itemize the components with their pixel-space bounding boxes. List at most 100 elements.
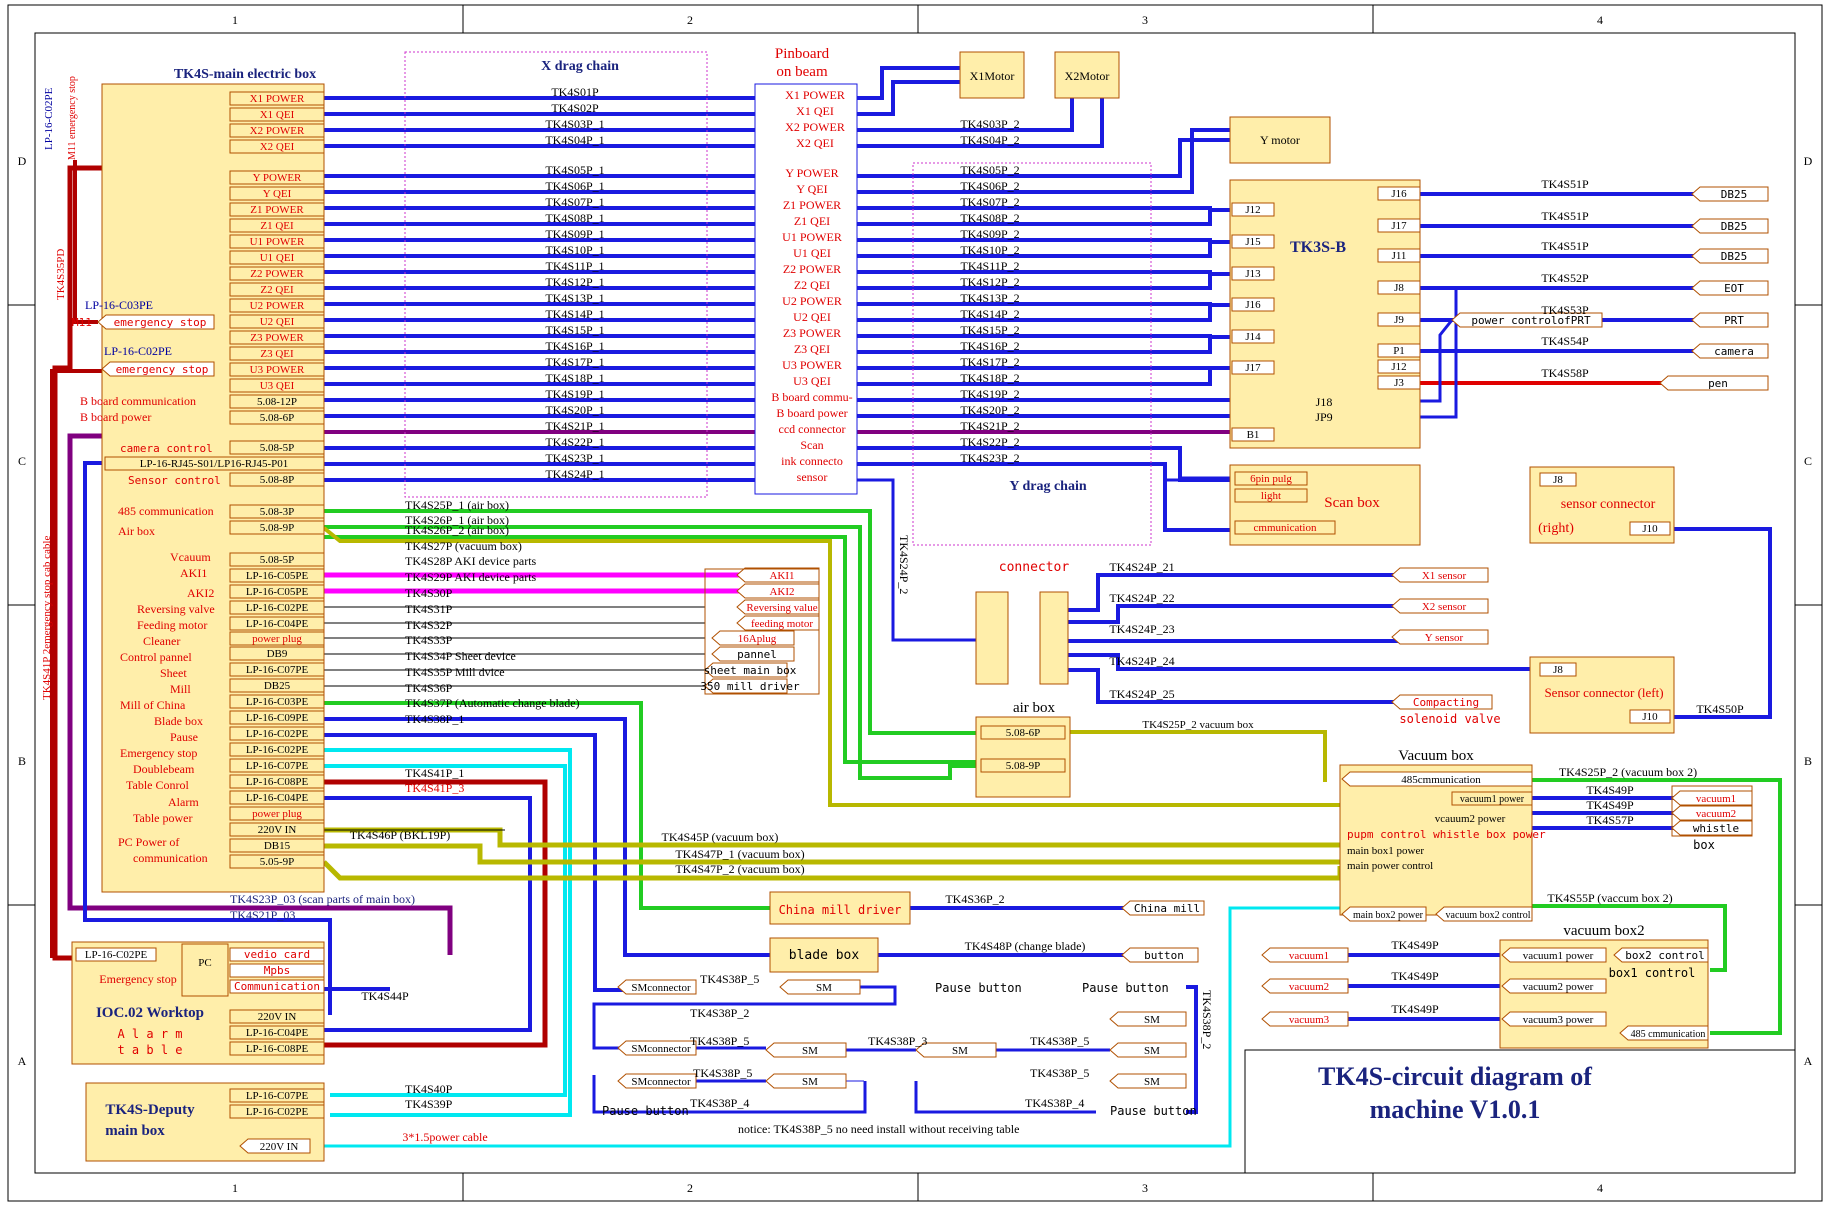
ioc-c04pe xyxy=(229,1025,325,1040)
cyan-wire-deputy xyxy=(324,764,567,1097)
vacuum-485-port xyxy=(1341,771,1533,787)
vacuum-box2-title: vacuum box2 xyxy=(1563,923,1644,939)
main-lower-label: Cleaner xyxy=(143,634,180,648)
tk3s-right-cable-label: TK4S51P xyxy=(1541,209,1589,223)
y-cable-label: TK4S11P_2 xyxy=(961,259,1020,273)
tk4s41p3-label: TK4S41P_3 xyxy=(405,781,464,795)
stop-code-2: LP-16-C02PE xyxy=(104,344,172,358)
grid-row-left: D xyxy=(18,154,27,168)
y-wire xyxy=(857,272,1232,290)
x2-sensor-tag xyxy=(1391,598,1489,614)
main-port-mid xyxy=(229,330,325,345)
sm-connector-2-text: SMconnector xyxy=(631,1043,691,1055)
tk3s-left-port xyxy=(1231,266,1275,281)
tk3s-b1-text: B1 xyxy=(1247,429,1260,441)
pinboard-label-mid: Y POWER xyxy=(785,166,838,180)
main-port-lower-text: LP-16-C07PE xyxy=(246,760,309,772)
scan-port-comm xyxy=(1234,520,1336,535)
main-port-lower-text: DB9 xyxy=(267,648,288,660)
y-cable-label: TK4S20P_2 xyxy=(960,403,1019,417)
pause-cable-label: TK4S38P_5 xyxy=(1030,1034,1089,1048)
x1-motor-box xyxy=(959,51,1025,99)
pause-cable-label: TK4S38P_5 xyxy=(690,1034,749,1048)
main-port-lower-text: 5.08-3P xyxy=(260,506,295,518)
main-port-mid-text: U3 QEI xyxy=(260,380,295,392)
left-note-stop: M11 emergency stop xyxy=(67,76,78,160)
grid-row-left: B xyxy=(18,754,26,768)
deputy-title1: TK4S-Deputy xyxy=(105,1102,195,1118)
main-port-lower-text: 5.05-9P xyxy=(260,856,295,868)
y-cable-label: TK4S21P_2 xyxy=(960,419,1019,433)
pinboard-label-mid: U2 POWER xyxy=(782,294,842,308)
pinboard-label-top: X2 POWER xyxy=(785,120,845,134)
x-cable-mid-label: TK4S11P_1 xyxy=(546,259,605,273)
main-port-lower xyxy=(229,854,325,869)
main-box2-power-port-text: main box2 power xyxy=(1353,910,1424,921)
tk3s-left-port xyxy=(1231,329,1275,344)
main-box2-power-port xyxy=(1341,906,1427,922)
sensor-right-j10 xyxy=(1629,521,1671,536)
y-cable-top-label: TK4S04P_2 xyxy=(960,133,1019,147)
compacting-tag xyxy=(1391,694,1493,710)
sm-wire-8 xyxy=(592,1075,867,1114)
grid-col-bottom: 4 xyxy=(1597,1181,1603,1195)
pause-cable-label: TK4S38P_5 xyxy=(700,972,759,986)
tk3s-right-target xyxy=(1691,218,1769,234)
main-port-mid-text: 5.08-12P xyxy=(257,396,297,408)
sm-2-text: SM xyxy=(802,1045,818,1057)
camera-port-text: 5.08-5P xyxy=(260,442,295,454)
tk4s47p1-label: TK4S47P_1 (vacuum box) xyxy=(675,847,804,861)
grid-col-top: 1 xyxy=(232,13,238,27)
tk4s41p1-label: TK4S41P_1 xyxy=(405,766,464,780)
connector-cable-label: TK4S24P_24 xyxy=(1109,654,1174,668)
main-port-lower-text: 5.08-5P xyxy=(260,554,295,566)
sm-7-text: SM xyxy=(802,1076,818,1088)
main-lower-label: Emergency stop xyxy=(120,746,197,760)
x-cable-mid-label: TK4S24P_1 xyxy=(545,467,604,481)
lower-cable-label: TK4S26P_1 (air box) xyxy=(405,513,509,527)
ioc-comm-port-text: Communication xyxy=(234,980,320,993)
sensor-control: Sensor control xyxy=(128,474,221,487)
main-port-top xyxy=(229,139,325,154)
lower-cable-label: TK4S28P AKI device parts xyxy=(405,554,537,568)
tk4s24p-2-wire xyxy=(857,478,978,642)
main-port-lower-text: LP-16-C07PE xyxy=(246,664,309,676)
tk3s-right-port-text: J8 xyxy=(1394,282,1404,294)
y-cable-label: TK4S16P_2 xyxy=(960,339,1019,353)
sm-connector-2 xyxy=(617,1040,697,1056)
x-cable-mid-label: TK4S19P_1 xyxy=(545,387,604,401)
pinboard-label-mid: U1 QEI xyxy=(793,246,831,260)
sm-connector-1-text: SMconnector xyxy=(631,982,691,994)
tk3s-right-cable-label: TK4S54P xyxy=(1541,334,1589,348)
tk3s-right-port xyxy=(1377,312,1421,327)
x-cable-mid-label: TK4S09P_1 xyxy=(545,227,604,241)
main-port-lower xyxy=(229,662,325,677)
pause-button-3: Pause button xyxy=(1110,1104,1197,1118)
main-port-lower-text: DB15 xyxy=(264,840,291,852)
tk4s45p-label: TK4S45P (vacuum box) xyxy=(662,830,779,844)
rj45-text: LP-16-RJ45-S01/LP16-RJ45-P01 xyxy=(140,458,289,470)
pause-button-2: Pause button xyxy=(602,1104,689,1118)
connector-wire-1 xyxy=(1068,573,1400,612)
ioc-c04pe-text: LP-16-C04PE xyxy=(246,1027,309,1039)
pinboard-label-mid: U2 QEI xyxy=(793,310,831,324)
tk3s-right-target xyxy=(1691,280,1769,296)
sm-1-text: SM xyxy=(816,982,832,994)
vb2-vacuum2-port-text: vacuum2 power xyxy=(1523,981,1594,993)
stop-tag-2 xyxy=(101,361,215,377)
device-target-tag-text: 350 mill driver xyxy=(700,680,800,693)
main-port-mid-text: Z1 QEI xyxy=(260,220,294,232)
tk3s-right-target xyxy=(1691,186,1769,202)
y-wire xyxy=(857,128,1230,194)
device-target-tag-text: sheet main box xyxy=(704,664,797,677)
tk3s-left-port xyxy=(1231,297,1275,312)
tk4s26p1-wire xyxy=(324,525,981,780)
deputy-c02pe-text: LP-16-C02PE xyxy=(246,1106,309,1118)
main-port-lower xyxy=(229,726,325,741)
vacuum-box2-control-port-text: vacuum box2 control xyxy=(1446,910,1531,921)
y-motor-box xyxy=(1229,116,1331,164)
ioc-code-port-text: LP-16-C02PE xyxy=(85,949,148,961)
pinboard-label-mid: Z3 POWER xyxy=(783,326,841,340)
pinboard-label-mid: Z1 POWER xyxy=(783,198,841,212)
